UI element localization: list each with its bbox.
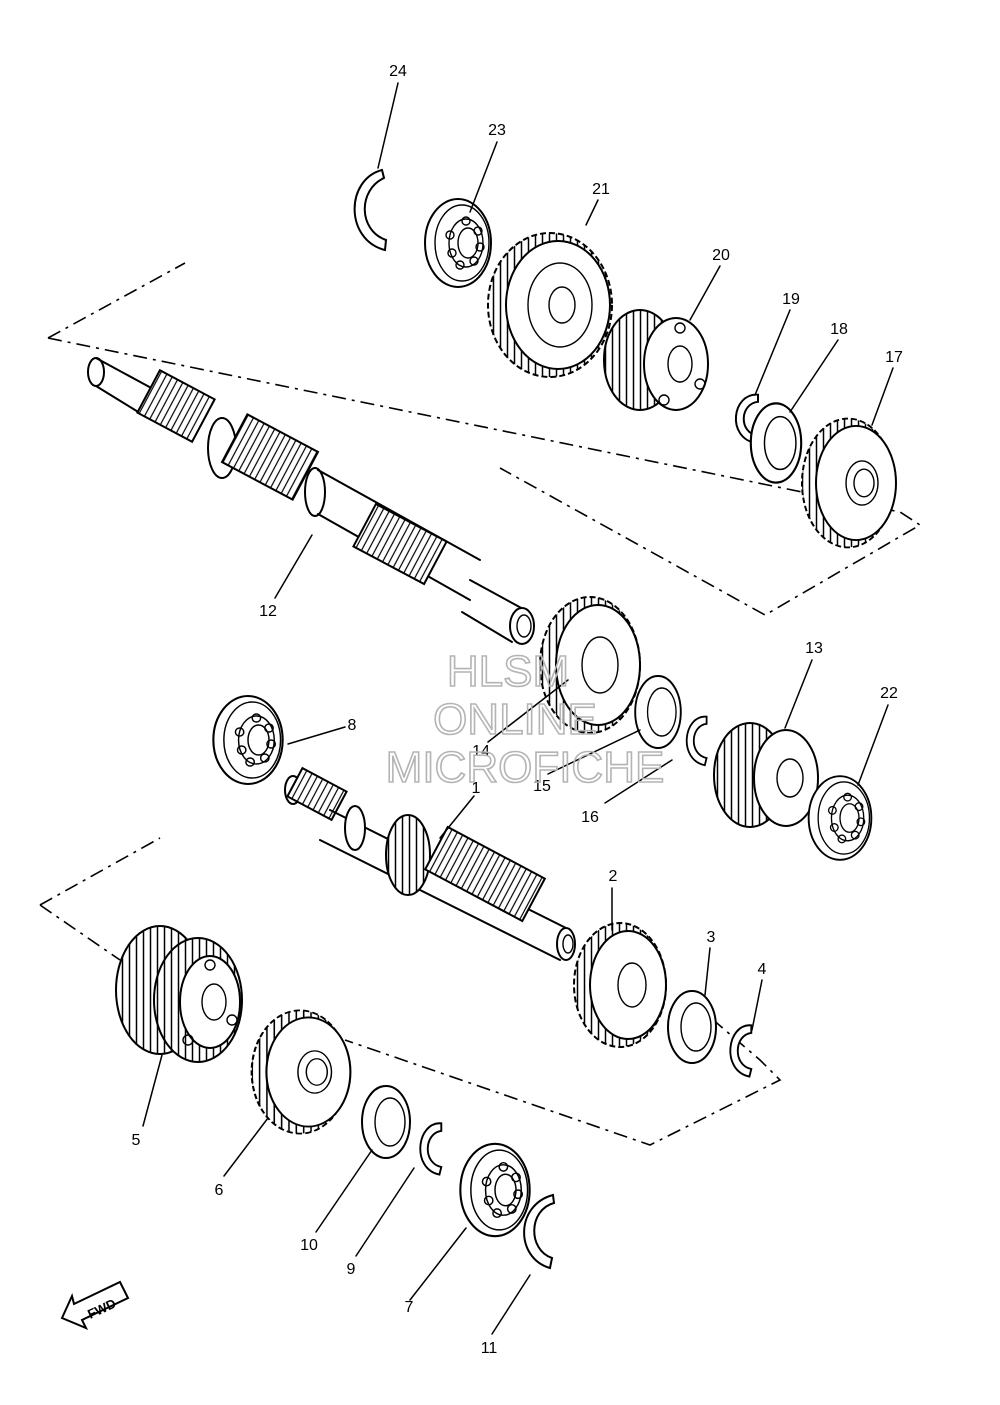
drive-axle-shaft (284, 766, 576, 961)
part-5-double-gear (115, 925, 243, 1063)
callout-3: 3 (707, 929, 716, 946)
part-20-gear-with-dogs (603, 309, 709, 411)
lower-region-border (39, 837, 161, 906)
callout-18: 18 (830, 321, 848, 338)
callout-15: 15 (533, 778, 551, 795)
callout-1: 1 (472, 780, 481, 797)
callout-6: 6 (215, 1182, 224, 1199)
callout-10: 10 (300, 1237, 318, 1254)
callout-23: 23 (488, 122, 506, 139)
part-17-gear (801, 417, 897, 549)
watermark-line-1: HLSM (447, 647, 569, 696)
part-15-washer (634, 675, 682, 749)
callout-4: 4 (758, 961, 767, 978)
upper-region-border-lower (47, 337, 922, 616)
callout-2: 2 (609, 868, 618, 885)
part-7-bearing (459, 1142, 531, 1238)
main-axle-shaft (85, 357, 535, 650)
callout-20: 20 (712, 247, 730, 264)
watermark-line-3: MICROFICHE (386, 743, 665, 792)
forward-direction-arrow: FWD (60, 1280, 130, 1330)
callout-8: 8 (348, 717, 357, 734)
callout-12: 12 (259, 603, 277, 620)
part-21-large-gear (487, 232, 613, 378)
callout-11: 11 (481, 1340, 498, 1357)
part-8-bearing (212, 694, 284, 786)
part-22-bearing (807, 775, 873, 861)
part-23-bearing (424, 198, 492, 288)
part-3-washer (667, 990, 717, 1064)
callout-13: 13 (805, 640, 823, 657)
part-11-circlip (523, 1193, 556, 1270)
part-14-gear (539, 596, 641, 734)
callout-16: 16 (581, 809, 599, 826)
callout-22: 22 (880, 685, 898, 702)
callout-7: 7 (405, 1299, 414, 1316)
part-6-gear (250, 1009, 352, 1135)
leader-lines (142, 82, 894, 1335)
part-10-washer (361, 1085, 411, 1159)
part-2-gear (573, 922, 667, 1048)
part-24-circlip (353, 168, 388, 252)
part-16-circlip (685, 715, 708, 767)
callout-5: 5 (132, 1132, 141, 1149)
part-13-gear (713, 722, 819, 828)
part-18-washer (749, 402, 803, 484)
upper-region-border (47, 262, 186, 339)
watermark-line-2: ONLINE (433, 695, 597, 744)
callout-17: 17 (885, 349, 903, 366)
callout-14: 14 (472, 743, 490, 760)
part-4-circlip (729, 1024, 753, 1078)
lower-region-border-side (39, 904, 121, 961)
callout-9: 9 (347, 1261, 356, 1278)
callout-21: 21 (592, 181, 610, 198)
callout-19: 19 (782, 291, 800, 308)
part-9-circlip (419, 1122, 443, 1176)
callout-24: 24 (389, 63, 407, 80)
